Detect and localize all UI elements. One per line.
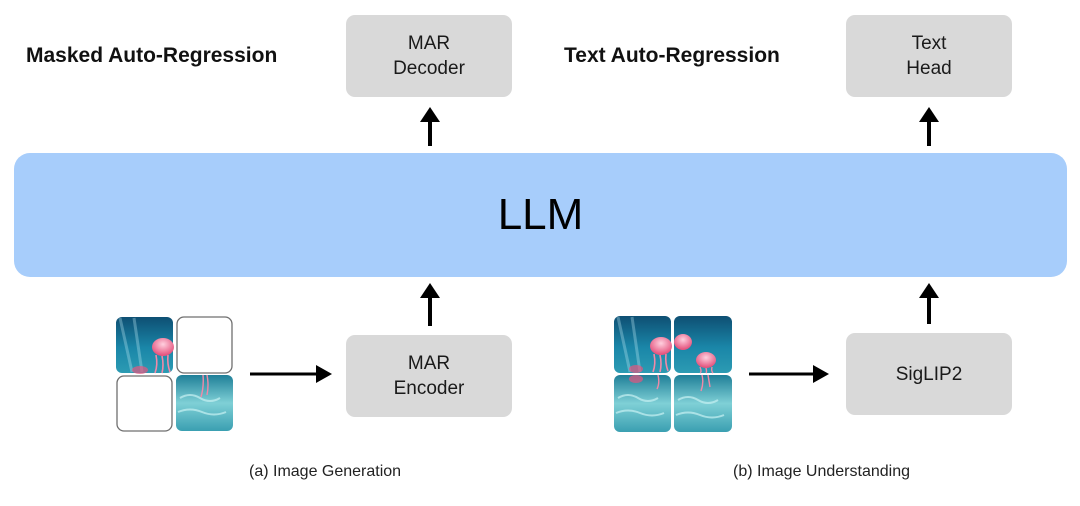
siglip2-box: SigLIP2 (846, 333, 1012, 415)
mar-encoder-line-2: Encoder (393, 378, 465, 399)
seafloor-tile (614, 374, 671, 432)
mar-decoder-box: MAR Decoder (346, 15, 512, 97)
arrow-image-to-siglip (749, 365, 829, 383)
seafloor-tile (176, 374, 233, 431)
text-head-line-2: Head (906, 58, 952, 79)
text-auto-regression-heading: Text Auto-Regression (564, 44, 780, 67)
arrow-llm-to-texthead (919, 107, 939, 146)
caption-image-understanding: (b) Image Understanding (733, 463, 910, 480)
jellyfish-tile (674, 316, 732, 374)
seafloor-tile (674, 374, 732, 432)
text-head-box: Text Head (846, 15, 1012, 97)
masked-tile (176, 316, 233, 374)
caption-image-generation: (a) Image Generation (249, 463, 402, 480)
mar-encoder-box: MAR Encoder (346, 335, 512, 417)
full-image-grid (614, 316, 732, 432)
arrow-image-to-encoder (250, 365, 332, 383)
masked-tile (116, 375, 173, 432)
jellyfish-tile (614, 316, 672, 373)
mar-decoder-line-1: MAR (407, 33, 451, 54)
arrow-encoder-to-llm (420, 283, 440, 326)
llm-block: LLM (14, 153, 1067, 277)
jellyfish-tile (116, 317, 174, 374)
mar-encoder-line-1: MAR (407, 353, 451, 374)
text-head-line-1: Text (911, 33, 947, 54)
siglip2-label: SigLIP2 (895, 363, 963, 385)
masked-auto-regression-heading: Masked Auto-Regression (26, 44, 278, 67)
arrow-siglip-to-llm (919, 283, 939, 324)
masked-image-grid (116, 316, 233, 432)
arrow-llm-to-decoder (420, 107, 440, 146)
mar-decoder-line-2: Decoder (393, 58, 465, 79)
